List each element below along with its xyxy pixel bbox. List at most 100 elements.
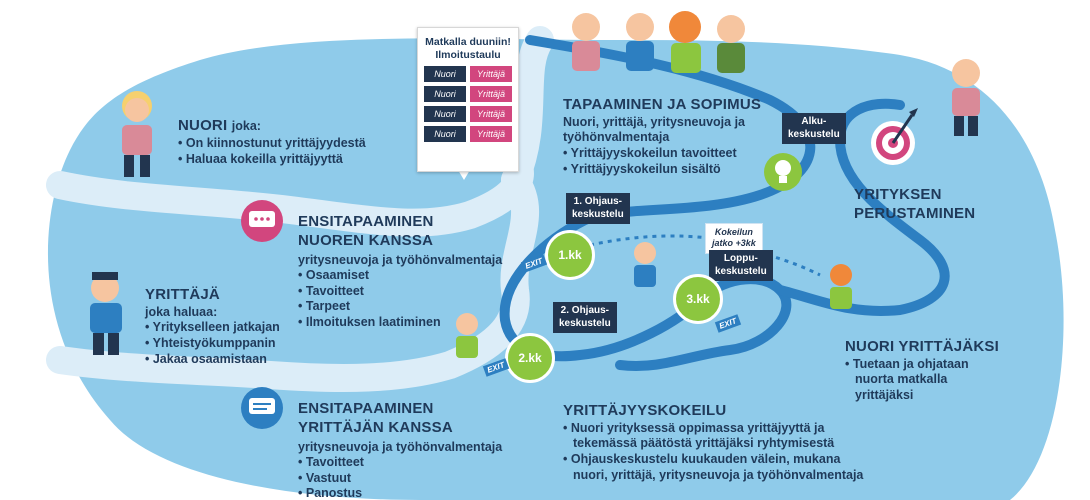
list-item: Yritykselleen jatkajan — [145, 320, 280, 336]
board-yrittaja-tag: Yrittäjä — [470, 86, 512, 103]
milestone-3: 3.kk — [673, 274, 723, 324]
ohjaus2-tag: 2. Ohjaus- keskustelu — [553, 302, 617, 333]
tag-line: Kokeilun — [714, 227, 753, 237]
target-icon — [871, 108, 918, 165]
small-character-3 — [830, 264, 852, 309]
yrittaja-subtitle: joka haluaa: — [145, 304, 218, 319]
tag-line: 1. Ohjaus- — [573, 196, 623, 207]
yrittaja-character — [90, 272, 122, 355]
ohjaus1-tag: 1. Ohjaus- keskustelu — [566, 193, 630, 224]
list-item: Haluaa kokeilla yrittäjyyttä — [178, 152, 366, 168]
tag-line: keskustelu — [715, 265, 767, 277]
board-row: Nuori Yrittäjä — [418, 66, 518, 83]
list-item: Panostus — [298, 486, 502, 500]
list-item: Yhteistyökumppanin — [145, 336, 280, 352]
list-item: Yrittäjyyskokeilun tavoitteet — [563, 146, 761, 162]
yrittajyyskokeilu-block: YRITTÄJYYSKOKEILU • Nuori yrityksessä op… — [563, 402, 863, 483]
milestone-1: 1.kk — [545, 230, 595, 280]
tapaaminen-bullets: Yrittäjyyskokeilun tavoitteet Yrittäjyys… — [563, 146, 761, 177]
nuori-block: NUORI joka: On kiinnostunut yrittäjyydes… — [178, 116, 366, 167]
milestone-2: 2.kk — [505, 333, 555, 383]
nuori-title-suffix: joka: — [231, 119, 261, 133]
ensitapaaminen-yrittaja-block: ENSITAPAAMINEN YRITTÄJÄN KANSSA yritysne… — [298, 400, 502, 500]
list-item: Jakaa osaamistaan — [145, 352, 280, 368]
road-top — [46, 146, 534, 237]
ensitapaaminen-nuori-subtitle: yritysneuvoja ja työhönvalmentaja — [298, 252, 503, 267]
board-row: Nuori Yrittäjä — [418, 86, 518, 103]
yrittaja-title: YRITTÄJÄ — [145, 286, 220, 303]
list-item: On kiinnostunut yrittäjyydestä — [178, 136, 366, 152]
alku-keskustelu-tag: Alku- keskustelu — [782, 113, 846, 144]
notice-board: Matkalla duuniin! Ilmoitustaulu Nuori Yr… — [417, 27, 519, 172]
nuori-yrittajaksi-line1: • Tuetaan ja ohjataan — [845, 356, 969, 371]
nuori-yrittajaksi-block: NUORI YRITTÄJÄKSI • Tuetaan ja ohjataan … — [845, 338, 999, 404]
yrityksen-perustaminen-block: YRITYKSEN PERUSTAMINEN — [854, 186, 975, 224]
nuori-bullets: On kiinnostunut yrittäjyydestä Haluaa ko… — [178, 136, 366, 167]
yrittaja-bullets: Yritykselleen jatkajan Yhteistyökumppani… — [145, 320, 280, 367]
tapaaminen-text-2: työhönvalmentaja — [563, 130, 670, 145]
list-item: Osaamiset — [298, 268, 502, 284]
yrittajyyskokeilu-b2-text-1: Ohjauskeskustelu kuukauden välein, mukan… — [570, 452, 841, 466]
tag-line: keskustelu — [572, 208, 624, 220]
nuori-character — [122, 91, 152, 177]
group-characters — [572, 11, 745, 73]
yrityksen-perustaminen-line2: PERUSTAMINEN — [854, 204, 976, 222]
tapaaminen-block: TAPAAMINEN JA SOPIMUS Nuori, yrittäjä, y… — [563, 96, 761, 177]
cheering-character — [952, 59, 980, 136]
yrittajyyskokeilu-b1-line1: • Nuori yrityksessä oppimassa yrittäjyyt… — [563, 420, 825, 435]
board-nuori-tag: Nuori — [424, 106, 466, 123]
tag-line: 2. Ohjaus- — [560, 305, 610, 316]
board-yrittaja-tag: Yrittäjä — [470, 106, 512, 123]
ensitapaaminen-nuori-title-2: NUOREN KANSSA — [298, 231, 434, 249]
tag-line: keskustelu — [788, 128, 840, 140]
yrittajyyskokeilu-b2-text-2: nuori, yrittäjä, yritysneuvoja ja työhön… — [573, 467, 864, 482]
yrittaja-block: YRITTÄJÄ joka haluaa: Yritykselleen jatk… — [145, 286, 280, 367]
tag-line: keskustelu — [559, 317, 611, 329]
yrityksen-perustaminen-line1: YRITYKSEN — [854, 186, 942, 203]
board-row: Nuori Yrittäjä — [418, 126, 518, 143]
yrittajyyskokeilu-b1-text-1: Nuori yrityksessä oppimassa yrittäjyyttä… — [570, 420, 825, 435]
board-nuori-tag: Nuori — [424, 86, 466, 103]
board-yrittaja-tag: Yrittäjä — [470, 126, 512, 143]
board-nuori-tag: Nuori — [424, 66, 466, 83]
ensitapaaminen-yrittaja-bullets: Tavoitteet Vastuut Panostus — [298, 455, 502, 500]
board-row: Nuori Yrittäjä — [418, 106, 518, 123]
loppu-keskustelu-tag: Loppu- keskustelu — [709, 250, 773, 281]
tapaaminen-text-1: Nuori, yrittäjä, yritysneuvoja ja — [563, 114, 746, 129]
tag-line: Alku- — [801, 116, 827, 127]
board-yrittaja-tag: Yrittäjä — [470, 66, 512, 83]
nuori-yrittajaksi-title: NUORI YRITTÄJÄKSI — [845, 338, 999, 355]
nuori-yrittajaksi-text-2: nuorta matkalla — [855, 372, 948, 387]
ensitapaaminen-yrittaja-title-1: ENSITAPAAMINEN — [298, 400, 434, 417]
chat-icon-1 — [241, 200, 283, 242]
small-character-2 — [634, 242, 656, 287]
board-title: Matkalla duuniin! Ilmoitustaulu — [425, 36, 511, 62]
chat-icon-2 — [241, 387, 283, 429]
nuori-title: NUORI — [178, 117, 228, 134]
tapaaminen-title: TAPAAMINEN JA SOPIMUS — [563, 96, 762, 113]
yrittajyyskokeilu-title: YRITTÄJYYSKOKEILU — [563, 402, 727, 419]
tag-line: jatko +3kk — [712, 238, 756, 249]
list-item: Yrittäjyyskokeilun sisältö — [563, 162, 761, 178]
road-bottom — [46, 166, 539, 392]
lightbulb-icon — [764, 153, 802, 191]
ensitapaaminen-nuori-title-1: ENSITAPAAMINEN — [298, 213, 434, 230]
ensitapaaminen-yrittaja-subtitle: yritysneuvoja ja työhönvalmentaja — [298, 439, 503, 454]
board-nuori-tag: Nuori — [424, 126, 466, 143]
yrittajyyskokeilu-b1-text-2: tekemässä päätöstä yrittäjäksi ryhtymise… — [573, 436, 835, 451]
list-item: Vastuut — [298, 471, 502, 487]
road-join — [501, 26, 554, 194]
nuori-yrittajaksi-text-3: yrittäjäksi — [855, 388, 914, 402]
kokeilun-jatko-tag: Kokeilun jatko +3kk — [706, 224, 762, 253]
ensitapaaminen-nuori-bullets: Osaamiset Tavoitteet Tarpeet Ilmoituksen… — [298, 268, 502, 331]
ensitapaaminen-nuori-block: ENSITAPAAMINEN NUOREN KANSSA yritysneuvo… — [298, 213, 502, 331]
list-item: Tavoitteet — [298, 284, 502, 300]
board-pointer — [458, 170, 470, 180]
list-item: Ilmoituksen laatiminen — [298, 315, 502, 331]
ensitapaaminen-yrittaja-title-2: YRITTÄJÄN KANSSA — [298, 418, 453, 436]
list-item: Tarpeet — [298, 299, 502, 315]
tag-line: Loppu- — [723, 253, 758, 264]
yrittajyyskokeilu-b2-line1: • Ohjauskeskustelu kuukauden välein, muk… — [563, 452, 841, 466]
nuori-yrittajaksi-text-1: Tuetaan ja ohjataan — [852, 356, 969, 371]
